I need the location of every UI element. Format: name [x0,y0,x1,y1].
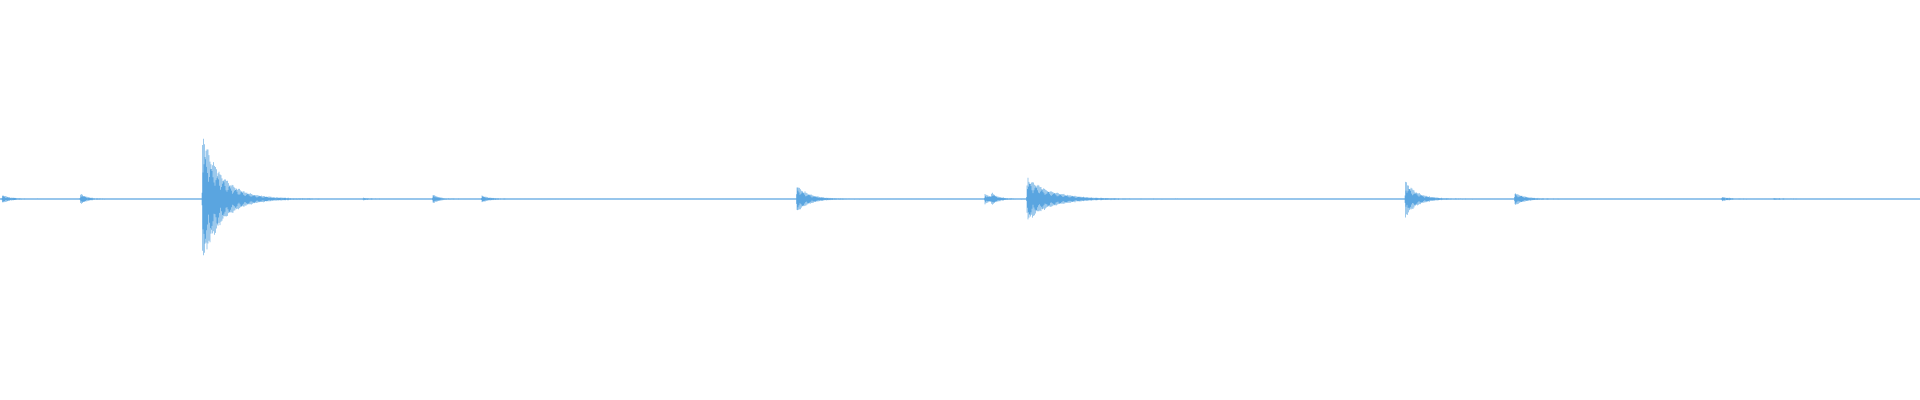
waveform-signal [0,138,1920,256]
